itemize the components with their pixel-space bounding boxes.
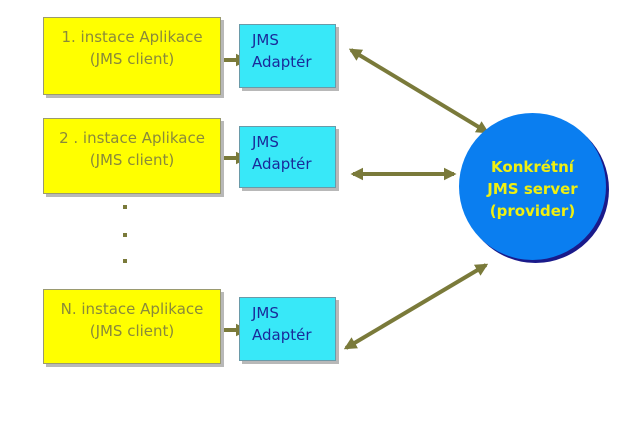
jms-adapter-1-line1: JMS (252, 31, 279, 49)
adapterN-server-arrow (343, 263, 489, 350)
ellipsis-dot-2 (123, 233, 127, 237)
jms-server-line1: Konkrétní (491, 158, 574, 176)
jms-adapter-n-box: JMS Adaptér (239, 297, 336, 361)
jms-server-line3: (provider) (489, 202, 576, 220)
jms-adapter-1-line2: Adaptér (252, 53, 312, 71)
application-instance-1-subtitle: (JMS client) (89, 50, 175, 68)
application-instance-2-title: 2 . instace Aplikace (59, 129, 205, 147)
application-instance-n-subtitle: (JMS client) (89, 322, 175, 340)
ellipsis-dot-3 (123, 259, 127, 263)
jms-adapter-2-line1: JMS (252, 133, 279, 151)
jms-adapter-2-box: JMS Adaptér (239, 126, 336, 188)
jms-adapter-n-line2: Adaptér (252, 326, 312, 344)
jms-adapter-n-line1: JMS (252, 304, 279, 322)
application-instance-1-box: 1. instace Aplikace (JMS client) (43, 17, 221, 95)
adapter1-server-arrow (348, 48, 490, 134)
jms-adapter-1-box: JMS Adaptér (239, 24, 336, 88)
jms-server-line2: JMS server (487, 180, 578, 198)
jms-server-circle: Konkrétní JMS server (provider) (459, 113, 606, 260)
application-instance-n-box: N. instace Aplikace (JMS client) (43, 289, 221, 364)
ellipsis-dot-1 (123, 205, 127, 209)
application-instance-1-title: 1. instace Aplikace (61, 28, 203, 46)
jms-adapter-2-line2: Adaptér (252, 155, 312, 173)
application-instance-2-subtitle: (JMS client) (89, 151, 175, 169)
application-instance-2-box: 2 . instace Aplikace (JMS client) (43, 118, 221, 194)
application-instance-n-title: N. instace Aplikace (60, 300, 204, 318)
